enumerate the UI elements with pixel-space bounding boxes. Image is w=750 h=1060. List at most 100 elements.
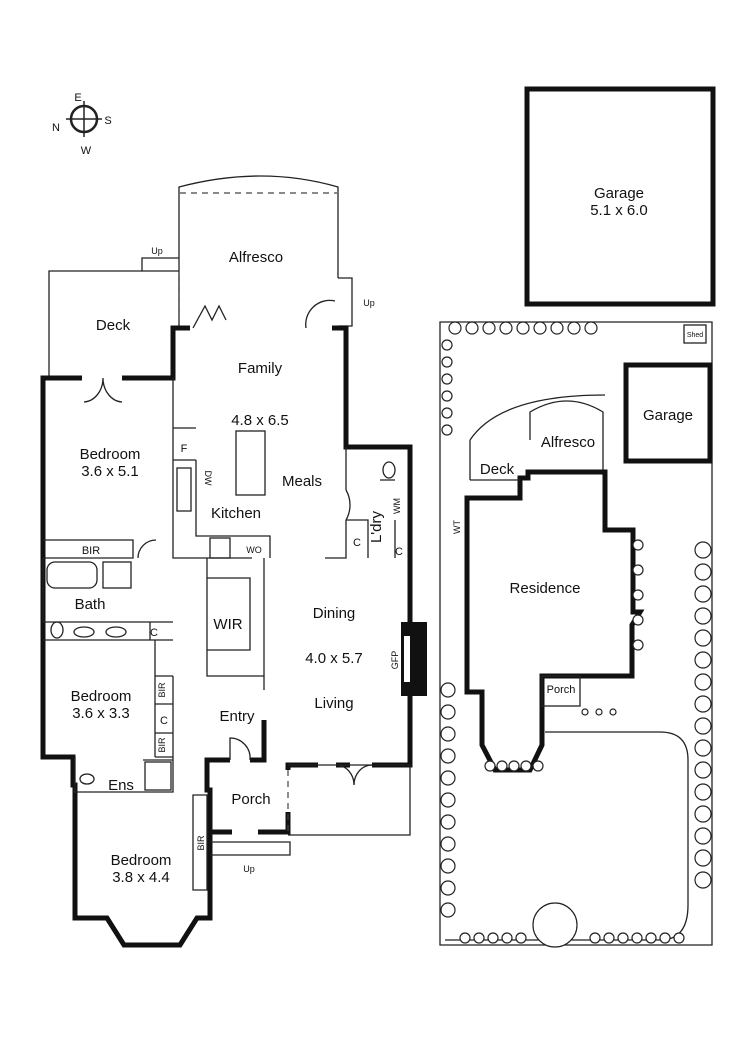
wall-oven-label: WO [246,545,262,555]
room-label-family: Family [238,360,283,377]
tree-icon [440,726,456,742]
shower-icon [102,561,132,589]
tree-icon [440,704,456,720]
room-dimension-garage: 5.1 x 6.0 [590,202,648,219]
tree-icon [595,708,603,716]
room-label-entry: Entry [219,708,255,725]
tree-icon [694,871,712,889]
tree-icon [694,607,712,625]
room-dimension-family: 4.8 x 6.5 [231,412,289,429]
tree-icon [441,424,453,436]
tree-icon [440,836,456,852]
tree-icon [632,539,644,551]
tree-icon [520,760,532,772]
bir-label: BIR [82,545,100,557]
compass-icon: E N S W [52,92,112,157]
compass-east: E [74,92,81,104]
tree-icon [632,639,644,651]
tree-icon [603,932,615,944]
tree-icon [440,858,456,874]
room-label-dining: Dining [313,605,356,622]
tree-icon [632,614,644,626]
room-label-porch: Porch [231,791,270,808]
tree-icon [694,695,712,713]
tree-icon [694,827,712,845]
bathtub-icon [46,561,98,589]
site-label-shed: Shed [687,332,703,339]
room-label-bedroom-2: Bedroom [71,688,132,705]
tree-icon [694,651,712,669]
tree-icon [694,805,712,823]
tree-icon [440,682,456,698]
cupboard-label: C [395,546,403,558]
tree-icon [694,585,712,603]
room-dimension-bedroom-2: 3.6 x 3.3 [72,705,130,722]
main-floor-plan: Alfresco Deck Up Up Up Family 4.8 x 6.5 … [40,175,427,948]
site-trees [440,321,712,948]
tree-icon [440,748,456,764]
tree-icon [694,541,712,559]
tree-icon [482,321,496,335]
tree-icon [609,708,617,716]
room-label-ensuite: Ens [108,777,134,794]
tree-icon [487,932,499,944]
room-label-wir: WIR [213,616,242,633]
tree-icon [694,783,712,801]
tree-icon [440,902,456,918]
garage-plan: Garage 5.1 x 6.0 [524,86,716,307]
room-label-kitchen: Kitchen [211,505,261,522]
tree-icon [694,849,712,867]
tree-icon [440,770,456,786]
site-label-deck: Deck [480,461,515,478]
room-dimension-bedroom-3: 3.8 x 4.4 [112,869,170,886]
tree-icon [440,792,456,808]
room-label-laundry: L'dry [368,510,385,543]
tree-icon [694,761,712,779]
tree-icon [567,321,581,335]
tree-icon [694,673,712,691]
tree-icon [441,339,453,351]
stairs-up-label: Up [151,246,163,256]
cupboard-label: C [150,627,158,639]
bir-label: BIR [157,737,167,753]
sink-icon [176,467,192,512]
site-label-porch: Porch [547,684,576,696]
gas-fireplace-label: GFP [390,651,400,670]
tree-icon [631,932,643,944]
tree-icon [589,932,601,944]
tree-icon [673,932,685,944]
stairs-up-label: Up [363,298,375,308]
tree-icon [441,407,453,419]
site-label-residence: Residence [510,580,581,597]
room-label-bedroom-1: Bedroom [80,446,141,463]
tree-icon [694,629,712,647]
site-plan: Shed Garage Alfresco Deck WT Residence P… [439,321,713,948]
tree-icon [473,932,485,944]
room-label-bath: Bath [75,596,106,613]
tree-icon [501,932,513,944]
tree-icon [516,321,530,335]
bir-label: BIR [196,835,206,851]
tree-icon [632,589,644,601]
toilet-icon [50,621,64,639]
tree-icon [440,814,456,830]
tree-icon [694,739,712,757]
water-tank-label: WT [452,520,462,534]
room-label-meals: Meals [282,473,322,490]
tree-icon [659,932,671,944]
tree-icon [441,356,453,368]
compass-west: W [81,145,92,157]
tree-icon [581,708,589,716]
room-label-deck: Deck [96,317,131,334]
dishwasher-label: DW [203,471,213,486]
tree-icon [440,880,456,896]
cupboard-label: C [353,537,361,549]
tree-icon [617,932,629,944]
room-label-alfresco: Alfresco [229,249,283,266]
tree-icon [459,932,471,944]
tree-icon [694,563,712,581]
tree-icon [515,932,527,944]
room-dimension-bedroom-1: 3.6 x 5.1 [81,463,139,480]
tree-icon [465,321,479,335]
